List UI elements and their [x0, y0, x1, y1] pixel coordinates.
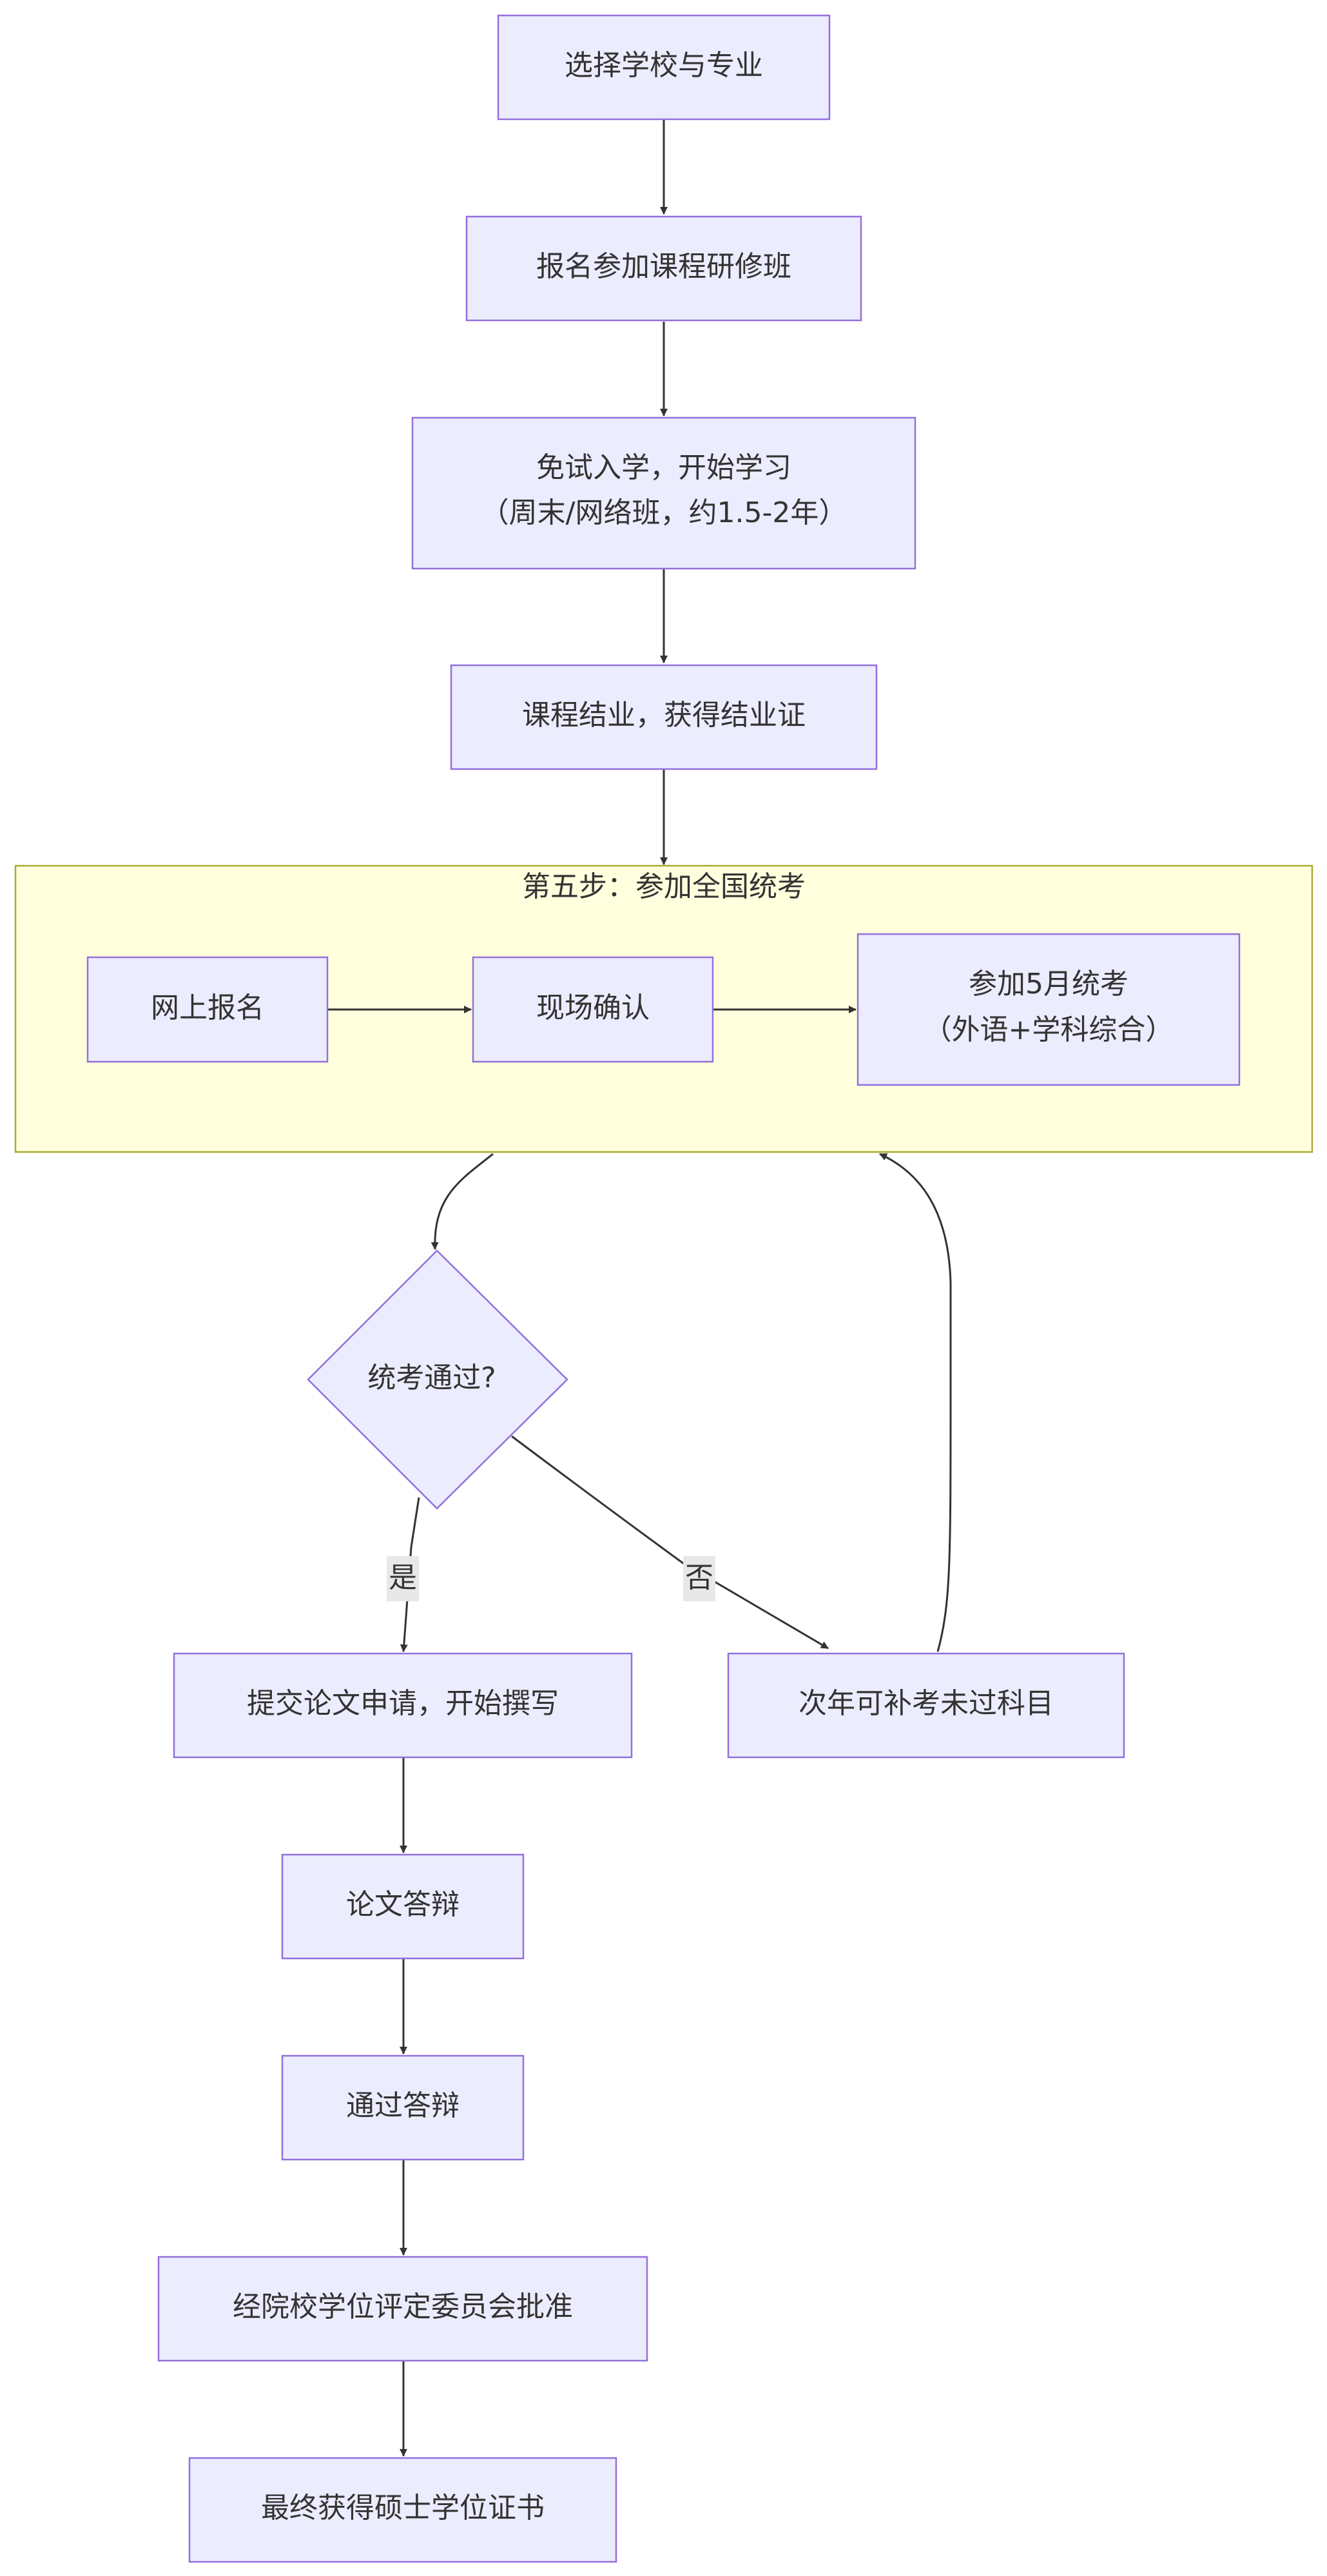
node-decision: 统考通过? — [307, 1249, 568, 1510]
edge-decision-no — [511, 1435, 829, 1650]
edge-label-yes-text: 是 — [389, 1561, 417, 1594]
edge-label-no-text: 否 — [685, 1561, 713, 1594]
edge-label-no-bg — [683, 1556, 715, 1601]
node-register: 网上报名 — [86, 956, 329, 1063]
node-retake-label: 次年可补考未过科目 — [799, 1687, 1054, 1720]
node-final-label: 最终获得硕士学位证书 — [261, 2492, 545, 2524]
node-step3-line2: （周末/网络班，约1.5-2年） — [481, 496, 848, 529]
node-step3: 免试入学，开始学习 （周末/网络班，约1.5-2年） — [411, 416, 916, 570]
node-exam-line1: 参加5月统考 — [969, 968, 1128, 1000]
node-pass-defense-label: 通过答辩 — [346, 2089, 460, 2122]
node-confirm: 现场确认 — [472, 956, 714, 1063]
node-step2: 报名参加课程研修班 — [465, 215, 862, 322]
node-step4: 课程结业，获得结业证 — [450, 664, 878, 770]
node-approval-label: 经院校学位评定委员会批准 — [233, 2290, 573, 2323]
node-exam: 参加5月统考 （外语+学科综合） — [857, 933, 1241, 1086]
edge-label-yes: 是 — [387, 1556, 419, 1601]
node-confirm-label: 现场确认 — [536, 991, 650, 1024]
node-step3-line1: 免试入学，开始学习 — [536, 451, 791, 484]
node-decision-label: 统考通过? — [367, 1361, 496, 1394]
cluster-stage5-title: 第五步：参加全国统考 — [522, 870, 806, 903]
node-approval: 经院校学位评定委员会批准 — [157, 2256, 648, 2362]
node-final: 最终获得硕士学位证书 — [188, 2457, 617, 2563]
node-step4-label: 课程结业，获得结业证 — [522, 699, 806, 732]
edge-decision-yes — [400, 1497, 420, 1652]
node-defense: 论文答辩 — [281, 1853, 525, 1960]
node-thesis-submit: 提交论文申请，开始撰写 — [173, 1652, 633, 1759]
node-step1: 选择学校与专业 — [497, 14, 831, 121]
edges — [327, 120, 952, 2457]
edge-label-yes-bg — [387, 1556, 419, 1601]
edge-retake-exam — [879, 1153, 952, 1652]
node-step1-label: 选择学校与专业 — [565, 49, 763, 82]
node-thesis-submit-label: 提交论文申请，开始撰写 — [247, 1687, 559, 1720]
edge-stage5-decision — [431, 1153, 494, 1250]
edge-label-no: 否 — [683, 1556, 715, 1601]
node-step2-label: 报名参加课程研修班 — [536, 250, 791, 283]
node-defense-label: 论文答辩 — [346, 1888, 460, 1921]
node-exam-line2: （外语+学科综合） — [924, 1013, 1174, 1046]
node-register-label: 网上报名 — [151, 991, 264, 1024]
node-pass-defense: 通过答辩 — [281, 2054, 525, 2161]
node-retake: 次年可补考未过科目 — [727, 1652, 1125, 1759]
